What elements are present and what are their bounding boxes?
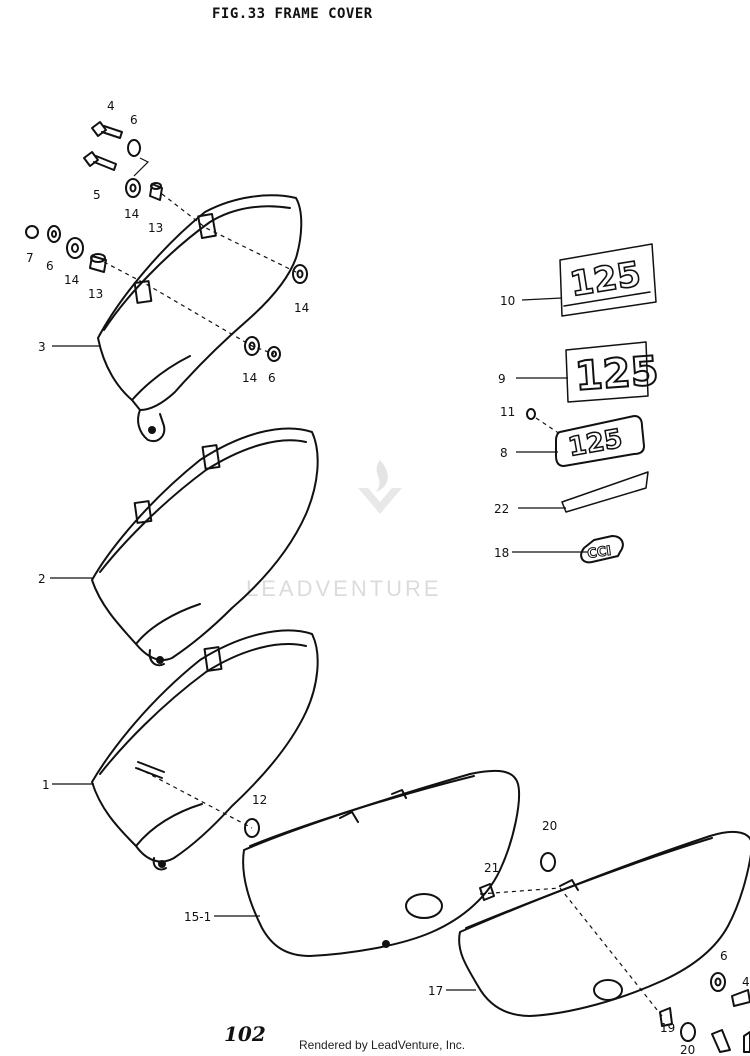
emblem-18-text: CCI — [586, 544, 612, 562]
callout-6: 6 — [46, 259, 54, 273]
leader-lines — [50, 157, 588, 991]
callout-2: 2 — [38, 572, 46, 586]
callout-13: 13 — [88, 287, 103, 301]
dashed-assembly-lines — [103, 193, 663, 1017]
hardware-group — [25, 121, 750, 1053]
callout-14: 14 — [124, 207, 139, 221]
callout-19: 19 — [660, 1021, 675, 1035]
callout-9: 9 — [498, 372, 506, 386]
frame-cover-part-2 — [91, 427, 319, 667]
watermark-text: LEADVENTURE — [246, 576, 442, 601]
callout-6: 6 — [268, 371, 276, 385]
emblem-9-text: 125 — [573, 348, 660, 400]
page-number: 102 — [224, 1022, 266, 1046]
callout-20: 20 — [680, 1043, 695, 1056]
side-panel-part-15-1 — [242, 769, 521, 957]
callout-5: 5 — [93, 188, 101, 202]
callout-18: 18 — [494, 546, 509, 560]
emblem-10 — [559, 243, 657, 317]
watermark-flame-icon — [358, 460, 402, 514]
callout-12: 12 — [252, 793, 267, 807]
callout-14: 14 — [64, 273, 79, 287]
side-panel-part-17 — [458, 830, 750, 1017]
watermark: LEADVENTURE — [246, 460, 442, 602]
callout-10: 10 — [500, 294, 515, 308]
frame-cover-part-3 — [97, 194, 303, 442]
emblem-clip-11 — [526, 408, 536, 420]
emblem-22 — [561, 471, 649, 513]
footer-credit: Rendered by LeadVenture, Inc. — [299, 1038, 466, 1052]
callout-22: 22 — [494, 502, 509, 516]
callout-13: 13 — [148, 221, 163, 235]
callout-6: 6 — [130, 113, 138, 127]
callout-7: 7 — [26, 251, 34, 265]
callout-6: 6 — [720, 949, 728, 963]
callout-3: 3 — [38, 340, 46, 354]
callout-20: 20 — [542, 819, 557, 833]
callout-11: 11 — [500, 405, 515, 419]
callout-14: 14 — [294, 301, 309, 315]
callout-14: 14 — [242, 371, 257, 385]
emblem-9 — [565, 341, 649, 403]
emblem-18 — [580, 535, 624, 564]
emblem-8 — [555, 415, 645, 467]
emblem-10-text: 125 — [567, 254, 643, 305]
callout-1: 1 — [42, 778, 50, 792]
callout-8: 8 — [500, 446, 508, 460]
callout-labels: 4 6 5 14 13 7 6 14 13 14 3 14 6 2 1 12 1… — [26, 99, 750, 1056]
callout-17: 17 — [428, 984, 443, 998]
callout-21: 21 — [484, 861, 499, 875]
callout-15-1: 15-1 — [184, 910, 211, 924]
figure-title: FIG.33 FRAME COVER — [212, 6, 373, 22]
callout-4: 4 — [742, 975, 750, 989]
callout-4: 4 — [107, 99, 115, 113]
